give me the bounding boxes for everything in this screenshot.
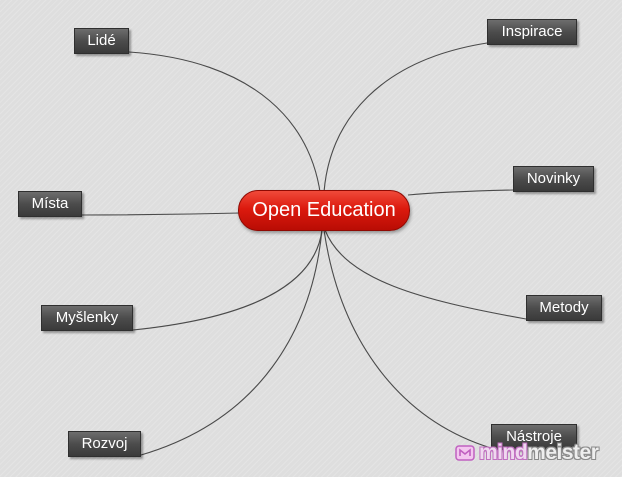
watermark-text-meister: meister <box>527 441 599 464</box>
branch-node-nastroje[interactable]: Nástroje <box>491 424 577 450</box>
branch-node-inspirace[interactable]: Inspirace <box>487 19 577 45</box>
root-node-open-education[interactable]: Open Education <box>238 190 410 231</box>
connector-myslenky <box>132 229 323 331</box>
branch-node-metody[interactable]: Metody <box>526 295 602 321</box>
connector-metody <box>324 229 527 320</box>
branch-node-myslenky[interactable]: Myšlenky <box>41 305 133 331</box>
connector-inspirace <box>323 42 488 193</box>
branch-node-novinky[interactable]: Novinky <box>513 166 594 192</box>
connector-nastroje <box>323 229 492 449</box>
branch-node-mista[interactable]: Místa <box>18 191 82 217</box>
mindmeister-logo-icon <box>455 444 475 462</box>
branch-node-rozvoj[interactable]: Rozvoj <box>68 431 141 457</box>
branch-node-lide[interactable]: Lidé <box>74 28 129 54</box>
connector-lide <box>128 51 323 213</box>
connector-rozvoj <box>140 229 323 456</box>
watermark-text-mind: mind <box>479 441 528 464</box>
connector-mista <box>81 212 241 216</box>
connector-novinky <box>407 189 514 196</box>
mindmeister-watermark: mind meister <box>455 440 615 466</box>
